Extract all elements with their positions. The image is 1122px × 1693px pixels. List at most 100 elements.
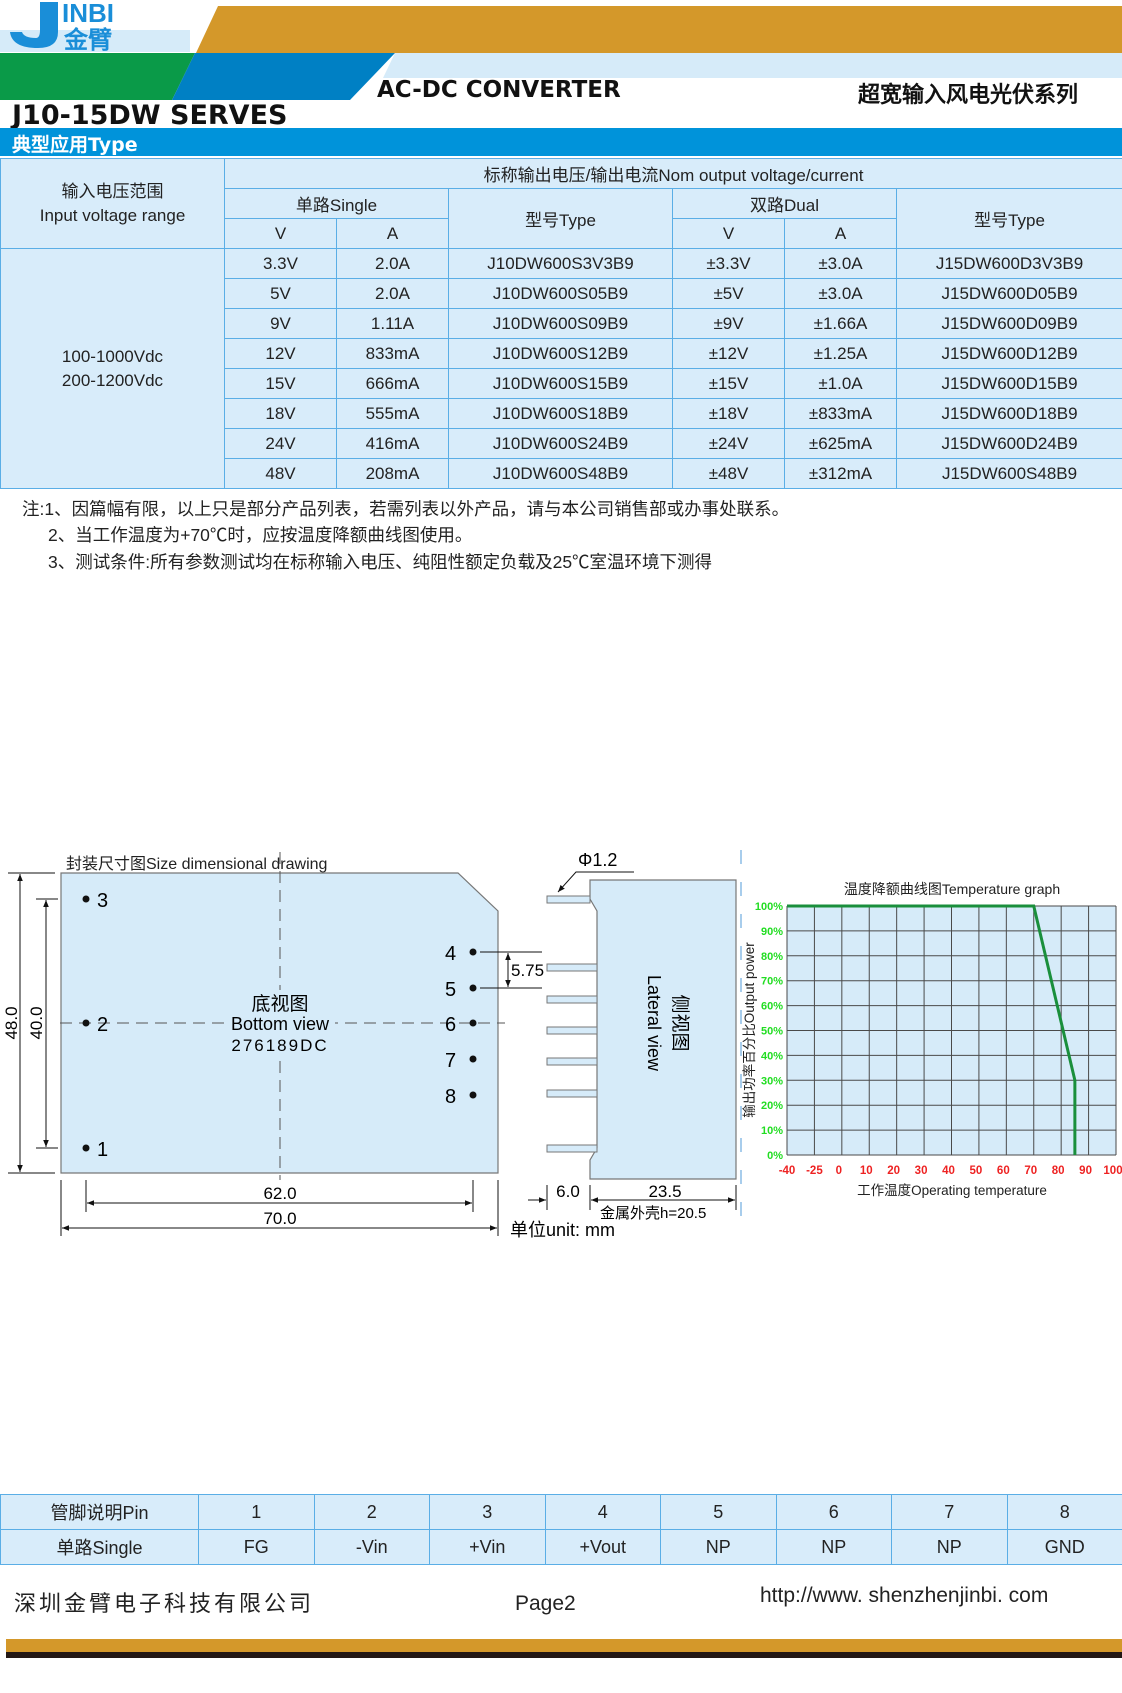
chart-xlabel: 工作温度Operating temperature — [857, 1183, 1047, 1198]
pin-function: NP — [891, 1529, 1008, 1565]
lateral-dim-lines — [528, 1185, 737, 1210]
input-range-1: 100-1000Vdc — [61, 346, 164, 366]
cell-sa: 2.0A — [336, 278, 449, 309]
note-3: 3、测试条件:所有参数测试均在标称输入电压、纯阻性额定负载及25℃室温环境下测得 — [48, 552, 713, 572]
pin-4-dot — [469, 948, 477, 956]
cell-dtype: J15DW600D3V3B9 — [895, 248, 1122, 279]
pin-function: FG — [198, 1529, 315, 1565]
single-v-header: V — [224, 218, 337, 249]
bottom-view-en: Bottom view — [231, 1014, 330, 1034]
cell-da: ±312mA — [784, 458, 897, 489]
dim-48-label: 48.0 — [2, 1006, 21, 1039]
cell-dtype: J15DW600D12B9 — [895, 338, 1122, 369]
x-tick-label: 30 — [915, 1165, 928, 1177]
footer-dark-bar — [6, 1652, 1122, 1658]
pin-function: +Vin — [429, 1529, 546, 1565]
dim-6-label: 6.0 — [556, 1182, 580, 1201]
section-title: 典型应用Type — [12, 134, 138, 156]
header-bands: INBI 金臂 — [0, 0, 1122, 100]
cell-sa: 833mA — [336, 338, 449, 369]
dim-62-label: 62.0 — [263, 1184, 296, 1203]
series-cn: 超宽输入风电光伏系列 — [858, 83, 1079, 108]
pin-header-label: 管脚说明Pin — [0, 1494, 199, 1530]
website-link[interactable]: http://www. shenzhenjinbi. com — [760, 1584, 1049, 1607]
dim-575-label: 5.75 — [511, 961, 544, 980]
chart-ylabel: 输出功率百分比Output power — [741, 942, 757, 1118]
note-1: 注:1、因篇幅有限，以上只是部分产品列表，若需列表以外产品，请与本公司销售部或办… — [22, 499, 790, 519]
dim-70-label: 70.0 — [263, 1209, 296, 1228]
input-header-en: Input voltage range — [39, 205, 186, 225]
blue-band — [172, 53, 395, 100]
cell-sv: 3.3V — [224, 248, 337, 279]
pin-function: +Vout — [544, 1529, 661, 1565]
pin-6-label: 6 — [445, 1014, 456, 1036]
pin-diameter-label: Φ1.2 — [578, 850, 617, 870]
dim-235-label: 23.5 — [648, 1182, 681, 1201]
product-category: AC-DC CONVERTER — [377, 77, 621, 103]
cell-dv: ±5V — [672, 278, 785, 309]
x-tick-label: -40 — [779, 1165, 796, 1177]
input-header-cn: 输入电压范围 — [61, 181, 164, 201]
cell-dtype: J15DW600S48B9 — [895, 458, 1122, 489]
svg-text:金臂: 金臂 — [63, 26, 112, 54]
drawing-title: 封装尺寸图Size dimensional drawing — [66, 855, 327, 873]
pin-number: 5 — [660, 1494, 777, 1530]
x-tick-label: 0 — [836, 1165, 842, 1177]
cell-sa: 208mA — [336, 458, 449, 489]
cell-da: ±3.0A — [784, 248, 897, 279]
lateral-view-body — [589, 879, 737, 1180]
model-code: 276189DC — [231, 1036, 328, 1055]
pin-4-label: 4 — [445, 943, 456, 965]
pin-function: NP — [660, 1529, 777, 1565]
series-name: J10-15DW SERVES — [12, 100, 288, 131]
cell-sa: 416mA — [336, 428, 449, 459]
single-type-header: 型号Type — [448, 188, 673, 249]
bottom-view-cn: 底视图 — [251, 993, 308, 1015]
temperature-derating-chart: 温度降额曲线图Temperature graph 输出功率百分比Output p… — [741, 881, 1122, 1198]
x-tick-label: 90 — [1079, 1165, 1092, 1177]
pin-2-label: 2 — [97, 1014, 108, 1036]
footer-gold-bar — [6, 1639, 1122, 1652]
derating-curve — [787, 904, 1077, 1155]
cell-dtype: J15DW600D05B9 — [895, 278, 1122, 309]
section-bar: 典型应用Type — [0, 128, 1122, 156]
pin-8-label: 8 — [445, 1086, 456, 1108]
lateral-view-en: Lateral view — [644, 975, 664, 1072]
label-bg — [225, 990, 335, 1060]
note-2: 2、当工作温度为+70℃时，应按温度降额曲线图使用。 — [48, 525, 473, 545]
y-tick-label: 90% — [761, 926, 783, 938]
cell-stype: J10DW600S05B9 — [448, 278, 673, 309]
cell-dv: ±48V — [672, 458, 785, 489]
pin-function: GND — [1006, 1529, 1122, 1565]
pin-6-dot — [469, 1019, 477, 1027]
dimension-drawing: 封装尺寸图Size dimensional drawing 底视图 Bottom… — [2, 850, 742, 1240]
x-tick-label: 10 — [860, 1165, 873, 1177]
pin-1-label: 1 — [97, 1139, 108, 1161]
x-tick-label: 60 — [997, 1165, 1010, 1177]
cell-da: ±833mA — [784, 398, 897, 429]
lateral-pins — [546, 895, 598, 1153]
pin-number: 7 — [891, 1494, 1008, 1530]
pin-7-label: 7 — [445, 1050, 456, 1072]
y-tick-label: 70% — [761, 976, 783, 988]
y-tick-label: 10% — [761, 1125, 783, 1137]
input-range-header: 输入电压范围 Input voltage range — [0, 158, 225, 249]
x-tick-label: 20 — [887, 1165, 900, 1177]
spec-table: 输入电压范围 Input voltage range 标称输出电压/输出电流No… — [0, 158, 1122, 489]
cell-sv: 24V — [224, 428, 337, 459]
x-tick-label: -25 — [806, 1165, 823, 1177]
cell-sa: 555mA — [336, 398, 449, 429]
cell-dv: ±15V — [672, 368, 785, 399]
cell-sv: 48V — [224, 458, 337, 489]
pin-3-label: 3 — [97, 890, 108, 912]
unit-label: 单位unit: mm — [510, 1220, 615, 1240]
cell-sv: 12V — [224, 338, 337, 369]
